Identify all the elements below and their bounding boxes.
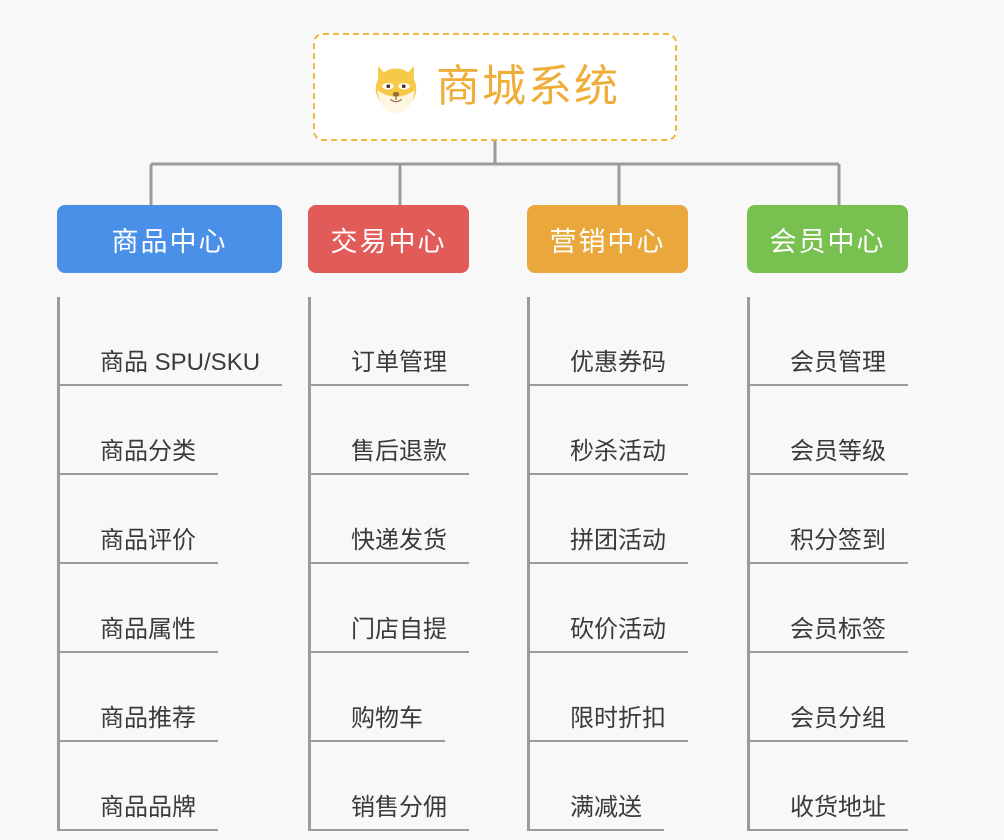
leaf-item[interactable]: 积分签到 xyxy=(750,475,908,564)
branch-title-2: 交易中心 xyxy=(330,226,447,257)
branch-column-2: 交易中心 订单管理 售后退款 快递发货 门店自提 购物车 销售分佣 xyxy=(308,205,469,831)
leaf-item[interactable]: 售后退款 xyxy=(311,386,469,475)
leaf-label: 商品推荐 xyxy=(60,705,218,742)
leaf-label: 会员管理 xyxy=(750,349,908,386)
branch-title-4: 会员中心 xyxy=(769,226,886,257)
leaf-label: 销售分佣 xyxy=(311,794,469,831)
leaf-item[interactable]: 会员管理 xyxy=(750,297,908,386)
leaf-item[interactable]: 优惠券码 xyxy=(530,297,688,386)
leaf-label: 订单管理 xyxy=(311,349,469,386)
leaf-label: 购物车 xyxy=(311,705,445,742)
leaf-label: 优惠券码 xyxy=(530,349,688,386)
leaf-label: 商品品牌 xyxy=(60,794,218,831)
leaf-item[interactable]: 会员等级 xyxy=(750,386,908,475)
leaf-label: 会员标签 xyxy=(750,616,908,653)
leaf-label: 砍价活动 xyxy=(530,616,688,653)
leaf-item[interactable]: 商品 SPU/SKU xyxy=(60,297,283,386)
branch-header-1[interactable]: 商品中心 xyxy=(57,205,283,273)
branch-header-2[interactable]: 交易中心 xyxy=(308,205,469,273)
leaf-label: 积分签到 xyxy=(750,527,908,564)
leaf-item[interactable]: 商品分类 xyxy=(60,386,282,475)
leaf-item[interactable]: 会员分组 xyxy=(750,653,908,742)
leaf-label: 商品分类 xyxy=(60,438,218,475)
leaf-label: 会员等级 xyxy=(750,438,908,475)
branch-title-1: 商品中心 xyxy=(111,226,228,257)
leaf-item[interactable]: 快递发货 xyxy=(311,475,469,564)
leaf-label: 门店自提 xyxy=(311,616,469,653)
branch-header-4[interactable]: 会员中心 xyxy=(747,205,908,273)
leaf-item[interactable]: 秒杀活动 xyxy=(530,386,688,475)
leaf-label: 商品 SPU/SKU xyxy=(60,349,283,386)
leaf-item[interactable]: 拼团活动 xyxy=(530,475,688,564)
branch-column-3: 营销中心 优惠券码 秒杀活动 拼团活动 砍价活动 限时折扣 满减送 xyxy=(527,205,688,831)
leaf-label: 满减送 xyxy=(530,794,664,831)
leaf-item[interactable]: 限时折扣 xyxy=(530,653,688,742)
leaf-item[interactable]: 收货地址 xyxy=(750,742,908,831)
leaf-label: 秒杀活动 xyxy=(530,438,688,475)
branch-column-1: 商品中心 商品 SPU/SKU 商品分类 商品评价 商品属性 商品推荐 商品品牌 xyxy=(57,205,283,831)
leaf-item[interactable]: 商品评价 xyxy=(60,475,282,564)
leaf-label: 售后退款 xyxy=(311,438,469,475)
leaf-label: 会员分组 xyxy=(750,705,908,742)
branch-header-3[interactable]: 营销中心 xyxy=(527,205,688,273)
branch-items-1: 商品 SPU/SKU 商品分类 商品评价 商品属性 商品推荐 商品品牌 xyxy=(57,297,283,831)
leaf-item[interactable]: 商品推荐 xyxy=(60,653,282,742)
leaf-label: 限时折扣 xyxy=(530,705,688,742)
root-node[interactable]: 商城系统 xyxy=(313,33,677,141)
leaf-label: 收货地址 xyxy=(750,794,908,831)
leaf-label: 拼团活动 xyxy=(530,527,688,564)
branch-items-4: 会员管理 会员等级 积分签到 会员标签 会员分组 收货地址 xyxy=(747,297,908,831)
branch-title-3: 营销中心 xyxy=(549,226,666,257)
leaf-item[interactable]: 购物车 xyxy=(311,653,469,742)
leaf-item[interactable]: 销售分佣 xyxy=(311,742,469,831)
leaf-item[interactable]: 会员标签 xyxy=(750,564,908,653)
leaf-item[interactable]: 砍价活动 xyxy=(530,564,688,653)
leaf-item[interactable]: 商品属性 xyxy=(60,564,282,653)
leaf-label: 商品属性 xyxy=(60,616,218,653)
leaf-label: 快递发货 xyxy=(311,527,469,564)
leaf-item[interactable]: 门店自提 xyxy=(311,564,469,653)
leaf-item[interactable]: 商品品牌 xyxy=(60,742,282,831)
leaf-label: 商品评价 xyxy=(60,527,218,564)
shiba-dog-face-icon xyxy=(375,65,417,113)
branch-items-3: 优惠券码 秒杀活动 拼团活动 砍价活动 限时折扣 满减送 xyxy=(527,297,688,831)
leaf-item[interactable]: 满减送 xyxy=(530,742,688,831)
root-title: 商城系统 xyxy=(436,62,620,111)
branch-items-2: 订单管理 售后退款 快递发货 门店自提 购物车 销售分佣 xyxy=(308,297,469,831)
leaf-item[interactable]: 订单管理 xyxy=(311,297,469,386)
branch-column-4: 会员中心 会员管理 会员等级 积分签到 会员标签 会员分组 收货地址 xyxy=(747,205,908,831)
